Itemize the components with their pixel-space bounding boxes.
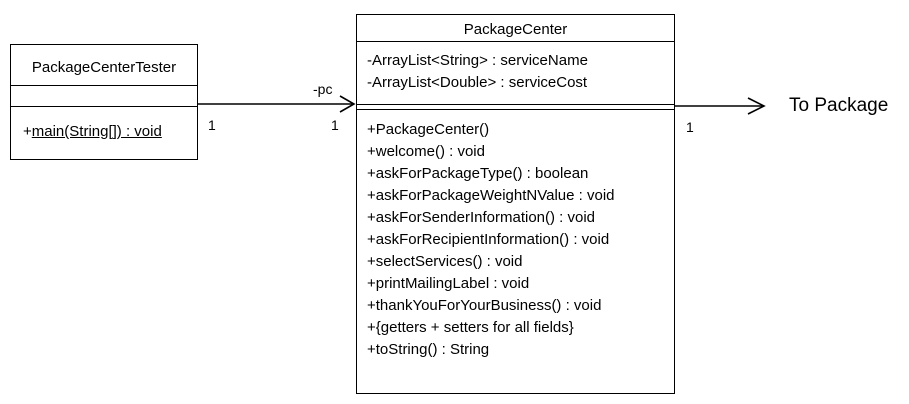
- multiplicity-center-side: 1: [331, 117, 339, 133]
- method-ask-package-type: +askForPackageType() : boolean: [367, 165, 589, 182]
- method-getters-setters: +{getters + setters for all fields}: [367, 319, 574, 336]
- attribute-service-name: -ArrayList<String> : serviceName: [367, 52, 588, 69]
- method-select-services: +selectServices() : void: [367, 253, 523, 270]
- method-ask-recipient: +askForRecipientInformation() : void: [367, 231, 610, 248]
- class-package-center: PackageCenter -ArrayList<String> : servi…: [356, 14, 675, 394]
- divider: [11, 106, 197, 107]
- class-name: PackageCenterTester: [31, 59, 177, 76]
- multiplicity-package-side: 1: [686, 119, 694, 135]
- method-print-label: +printMailingLabel : void: [367, 275, 530, 292]
- class-package-center-tester: PackageCenterTester +main(String[]) : vo…: [10, 44, 198, 160]
- method-constructor: +PackageCenter(): [367, 121, 490, 138]
- open-arrowhead-package: [747, 97, 766, 115]
- method-to-string: +toString() : String: [367, 341, 490, 358]
- class-name: PackageCenter: [463, 21, 568, 38]
- divider: [357, 104, 674, 105]
- divider: [357, 41, 674, 42]
- method-ask-sender: +askForSenderInformation() : void: [367, 209, 596, 226]
- attribute-service-cost: -ArrayList<Double> : serviceCost: [367, 74, 588, 91]
- method-main: +main(String[]) : void: [23, 123, 162, 140]
- method-thank-you: +thankYouForYourBusiness() : void: [367, 297, 602, 314]
- method-welcome: +welcome() : void: [367, 143, 485, 160]
- role-label-pc: -pc: [313, 81, 333, 97]
- open-arrowhead-center: [339, 95, 356, 113]
- external-target-label: To Package: [789, 95, 889, 116]
- multiplicity-tester-side: 1: [208, 117, 216, 133]
- divider: [357, 109, 674, 110]
- divider: [11, 85, 197, 86]
- method-ask-weight-value: +askForPackageWeightNValue : void: [367, 187, 615, 204]
